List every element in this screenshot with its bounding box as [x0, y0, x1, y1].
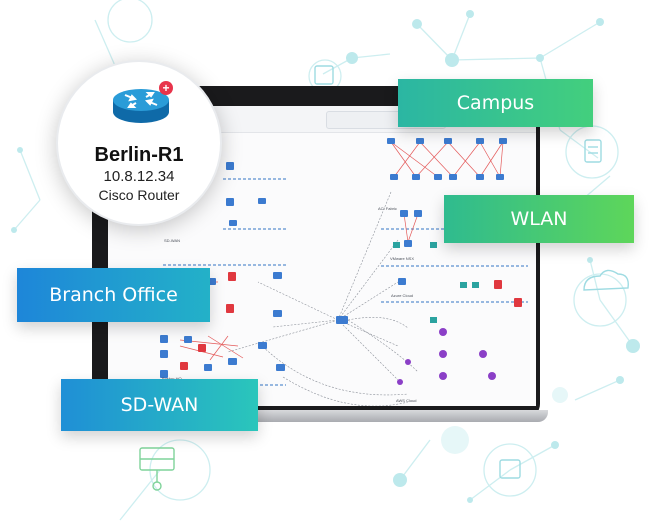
campus-tag[interactable]: Campus — [398, 79, 593, 127]
branch-office-tag[interactable]: Branch Office — [17, 268, 210, 322]
diagram-label-azure: Azure Cloud — [391, 293, 413, 298]
diagram-label-aws: AWS Cloud — [396, 398, 417, 403]
device-ip: 10.8.12.34 — [103, 168, 175, 185]
wlan-tag[interactable]: WLAN — [444, 195, 634, 243]
diagram-label-sdwan: SD-WAN — [164, 238, 180, 243]
sd-wan-tag[interactable]: SD-WAN — [61, 379, 258, 431]
diagram-label-aci: ACI Fabric — [378, 206, 397, 211]
network-diagram[interactable]: ACI Fabric VMware NSX Azure Cloud AWS Cl… — [108, 132, 536, 406]
device-type: Cisco Router — [98, 187, 180, 203]
device-name: Berlin-R1 — [94, 144, 184, 166]
plus-icon[interactable]: + — [159, 81, 173, 95]
device-detail-callout[interactable]: + Berlin-R1 10.8.12.34 Cisco Router — [56, 60, 222, 226]
router-icon — [113, 89, 169, 123]
diagram-label-vmware: VMware NSX — [390, 256, 414, 261]
diagram-label-boston: Boston HQ — [162, 376, 182, 381]
